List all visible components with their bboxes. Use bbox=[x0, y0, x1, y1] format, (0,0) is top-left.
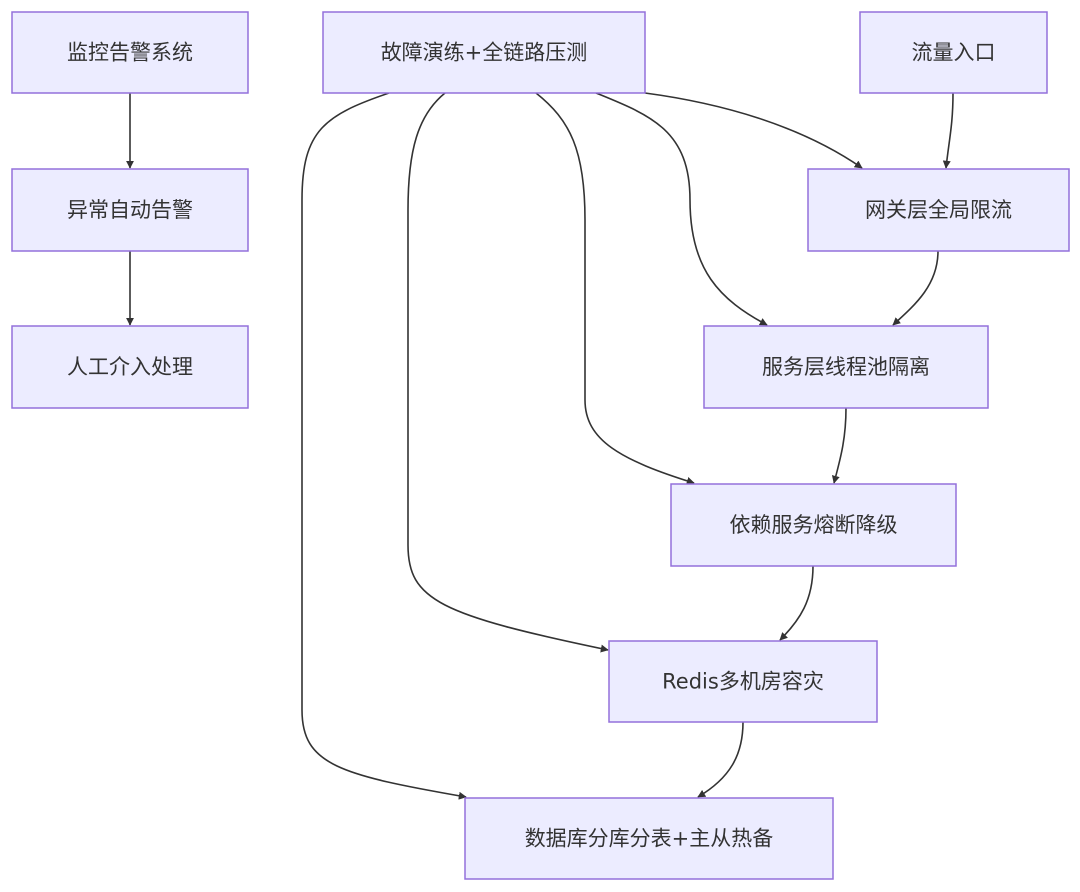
node-auto-alert: 异常自动告警 bbox=[11, 168, 249, 252]
edge-drill-to-redis bbox=[407, 92, 609, 653]
edge-redis-to-db bbox=[697, 721, 744, 798]
edges bbox=[126, 92, 954, 800]
edge-drill-to-db bbox=[301, 92, 467, 800]
node-service-thread-isolation-label: 服务层线程池隔离 bbox=[762, 355, 930, 379]
node-manual-handling-label: 人工介入处理 bbox=[67, 355, 193, 379]
node-service-thread-isolation: 服务层线程池隔离 bbox=[703, 325, 989, 409]
edge-gateway-to-service bbox=[892, 250, 939, 326]
node-circuit-breaker: 依赖服务熔断降级 bbox=[670, 483, 957, 567]
edge-service-to-breaker bbox=[831, 407, 847, 484]
node-fault-drill: 故障演练+全链路压测 bbox=[322, 11, 646, 94]
edge-drill-to-gateway bbox=[644, 92, 863, 169]
node-gateway-rate-limit: 网关层全局限流 bbox=[807, 168, 1070, 252]
edge-breaker-to-redis bbox=[779, 565, 814, 641]
node-manual-handling: 人工介入处理 bbox=[11, 325, 249, 409]
edge-traffic-to-gateway bbox=[942, 92, 954, 169]
node-traffic-entry: 流量入口 bbox=[859, 11, 1048, 94]
node-redis-disaster-recovery: Redis多机房容灾 bbox=[608, 640, 878, 723]
edge-drill-to-breaker bbox=[535, 92, 695, 485]
node-auto-alert-label: 异常自动告警 bbox=[67, 198, 193, 222]
node-monitor-system-label: 监控告警系统 bbox=[67, 41, 193, 65]
node-circuit-breaker-label: 依赖服务熔断降级 bbox=[730, 513, 898, 537]
node-fault-drill-label: 故障演练+全链路压测 bbox=[381, 41, 588, 65]
nodes: 监控告警系统 异常自动告警 人工介入处理 故障演练+全链路压测 流量入口 网关层… bbox=[11, 11, 1070, 880]
node-monitor-system: 监控告警系统 bbox=[11, 11, 249, 94]
edge-drill-to-service bbox=[595, 92, 768, 326]
node-gateway-rate-limit-label: 网关层全局限流 bbox=[865, 198, 1012, 222]
node-redis-disaster-recovery-label: Redis多机房容灾 bbox=[662, 670, 824, 694]
node-database-sharding: 数据库分库分表+主从热备 bbox=[464, 797, 834, 880]
node-traffic-entry-label: 流量入口 bbox=[912, 41, 996, 65]
node-database-sharding-label: 数据库分库分表+主从热备 bbox=[525, 827, 774, 851]
